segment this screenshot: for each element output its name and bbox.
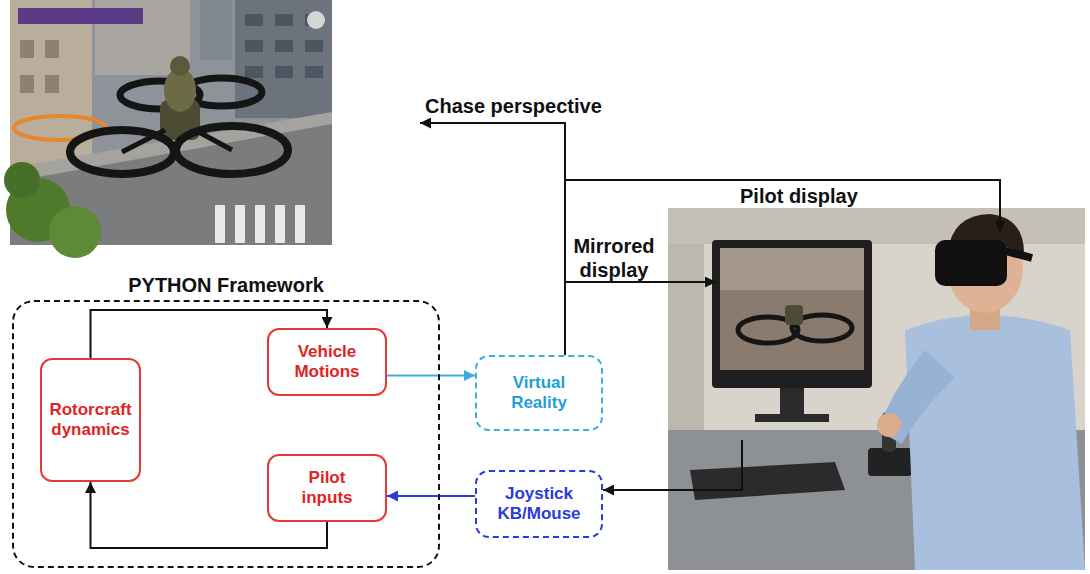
pilot-photo-part	[877, 413, 901, 437]
box-label: Joystick KB/Mouse	[487, 484, 591, 525]
process-box: Vehicle Motions	[267, 328, 387, 396]
simulator-screenshot-part	[10, 0, 92, 175]
box-label: Vehicle Motions	[283, 342, 371, 383]
output-box: Virtual Reality	[475, 355, 603, 431]
simulator-screenshot	[4, 0, 332, 258]
pilot-photo-part	[905, 315, 1085, 570]
display-arrows	[420, 123, 1000, 490]
simulator-screenshot-part	[245, 66, 263, 78]
simulator-screenshot-part	[245, 14, 263, 26]
simulator-screenshot-part	[45, 75, 59, 93]
pilot-photo-part	[780, 388, 804, 418]
arrow-label: Pilot display	[740, 184, 858, 208]
pilot-photo-part	[690, 462, 845, 500]
flow-arrow	[387, 495, 475, 497]
pilot-photo-part	[868, 448, 912, 476]
simulator-screenshot-part	[122, 130, 165, 152]
simulator-screenshot-part	[200, 0, 232, 60]
simulator-screenshot-part	[275, 14, 293, 26]
flow-arrow	[387, 375, 475, 377]
pilot-photo-part	[785, 305, 803, 325]
box-label: Virtual Reality	[487, 373, 591, 414]
framework-group: Rotorcraft dynamics Vehicle MotionsPilot …	[12, 300, 440, 568]
simulator-screenshot-part	[45, 40, 59, 58]
pilot-photo-part	[755, 414, 829, 422]
simulator-screenshot-part	[307, 11, 325, 29]
process-box: Rotorcraft dynamics	[40, 358, 141, 482]
simulator-screenshot-part	[255, 205, 265, 243]
simulator-screenshot-part	[235, 205, 245, 243]
simulator-screenshot-part	[295, 205, 305, 243]
simulator-screenshot-part	[20, 75, 34, 93]
pilot-photo-part	[935, 240, 1007, 286]
pilot-photo-part	[720, 248, 864, 370]
simulator-screenshot-part	[245, 40, 263, 52]
simulator-screenshot-part	[275, 40, 293, 52]
simulator-screenshot-part	[275, 66, 293, 78]
display-arrows-part	[565, 180, 1000, 232]
pilot-photo-part	[720, 248, 864, 290]
simulator-screenshot-part	[70, 130, 174, 174]
simulator-screenshot-part	[20, 40, 34, 58]
pilot-photo-part	[1002, 250, 1032, 258]
simulator-screenshot-part	[195, 130, 232, 150]
process-box: Pilot inputs	[267, 454, 387, 522]
box-label: Pilot inputs	[283, 468, 371, 509]
arrow-label: Mirrored display	[568, 234, 660, 282]
simulator-screenshot-part	[176, 126, 288, 174]
simulator-screenshot-part	[49, 206, 101, 258]
pilot-photo-part	[712, 240, 872, 388]
box-label: Rotorcraft dynamics	[48, 400, 133, 441]
simulator-screenshot-part	[305, 40, 323, 52]
pilot-photo-part	[668, 208, 1085, 244]
pilot-photo	[668, 208, 1085, 570]
group-title: PYTHON Framework	[124, 273, 328, 297]
simulator-screenshot-part	[215, 205, 225, 243]
pilot-photo-part	[668, 244, 704, 434]
display-arrows-part	[420, 123, 565, 355]
display-arrows-part	[565, 281, 716, 283]
display-arrows-part	[603, 440, 742, 490]
arrow-label: Chase perspective	[425, 94, 602, 118]
simulator-screenshot-part	[18, 8, 143, 24]
input-device-box: Joystick KB/Mouse	[475, 470, 603, 538]
simulator-screenshot-part	[275, 205, 285, 243]
pilot-photo-part	[668, 208, 1085, 570]
simulator-screenshot-part	[170, 56, 190, 76]
simulator-screenshot-part	[4, 162, 40, 198]
simulator-screenshot-part	[305, 66, 323, 78]
